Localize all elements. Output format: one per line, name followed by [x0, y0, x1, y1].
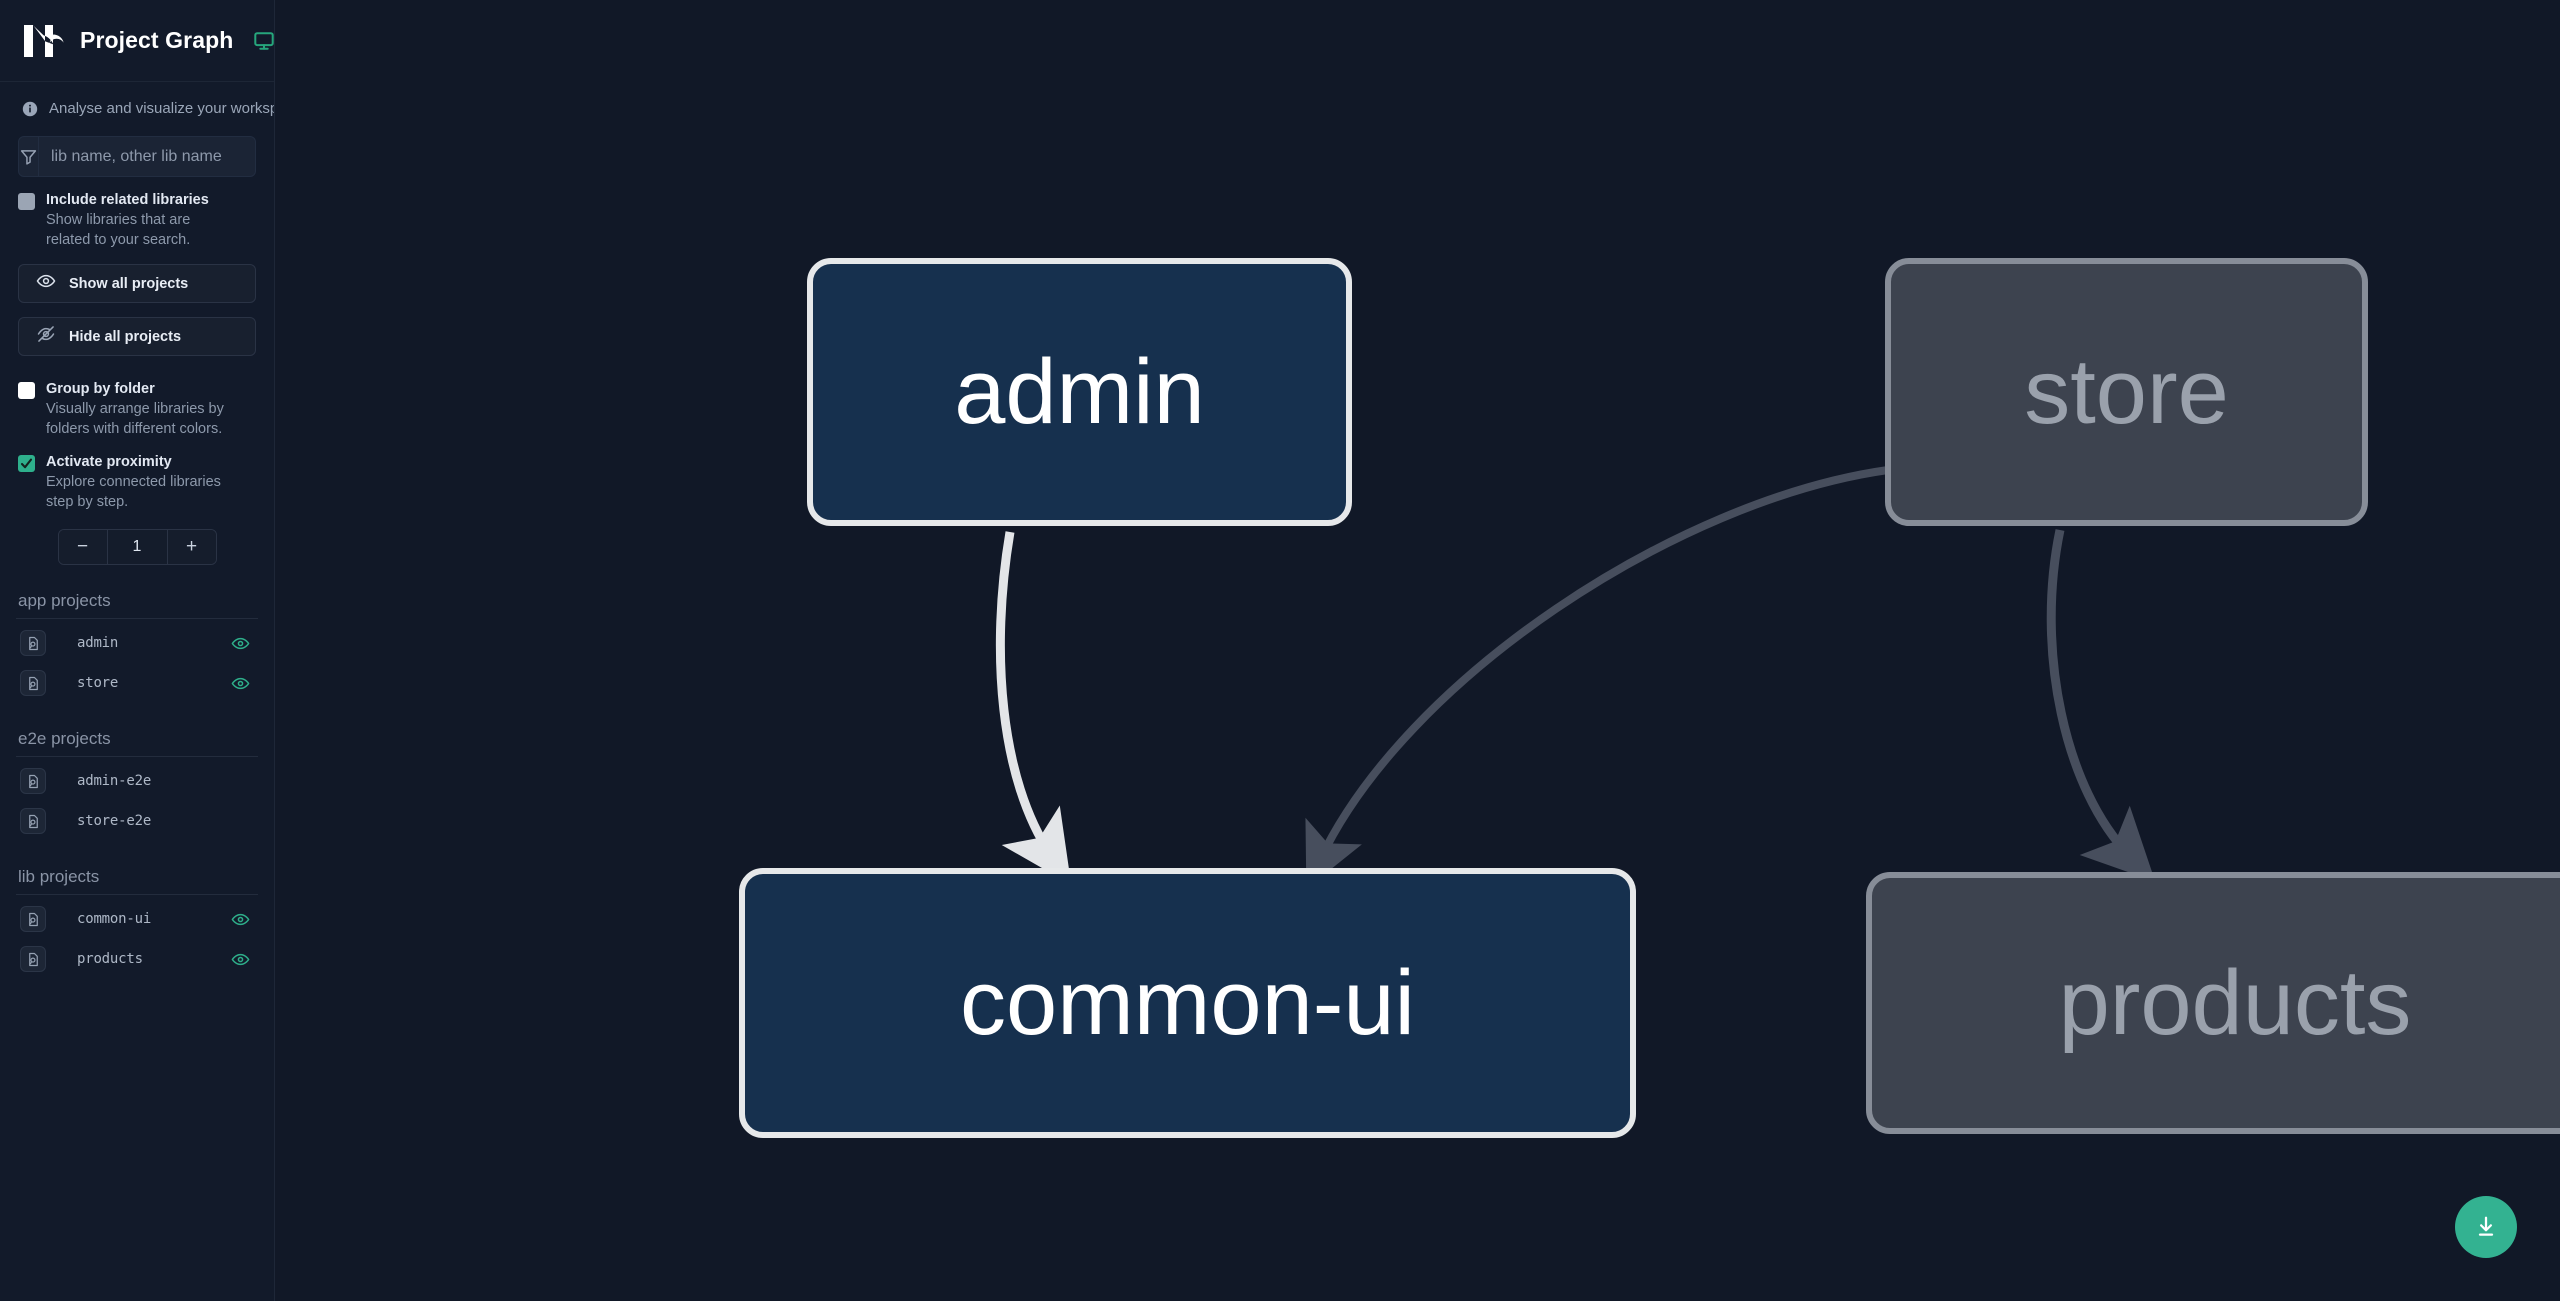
eye-icon — [36, 271, 56, 296]
project-section-app: app projects admin store — [0, 591, 274, 703]
sidebar-header: Project Graph — [0, 0, 274, 82]
graph-node-common-ui[interactable]: common-ui — [739, 868, 1636, 1138]
project-sections: app projects admin store e2e projects admin-… — [0, 591, 274, 979]
section-title: lib projects — [18, 867, 100, 886]
proximity-stepper: − 1 + — [18, 529, 256, 565]
option-group-by-folder[interactable]: Group by folder Visually arrange librari… — [0, 356, 274, 439]
project-section-lib: lib projects common-ui products — [0, 867, 274, 979]
option-activate-proximity[interactable]: Activate proximity Explore connected lib… — [0, 439, 274, 512]
search-input[interactable] — [39, 137, 255, 176]
edge-admin-to-common-ui — [995, 531, 1072, 885]
project-file-icon — [20, 946, 46, 972]
project-list-item[interactable]: products — [16, 939, 258, 979]
download-icon — [2478, 1216, 2494, 1236]
proximity-value: 1 — [132, 538, 142, 555]
tagline: Analyse and visualize your workspace. — [0, 82, 274, 129]
project-list-item[interactable]: admin — [16, 623, 258, 663]
project-list-item[interactable]: common-ui — [16, 899, 258, 939]
option-title: Group by folder — [46, 381, 155, 397]
option-description: Show libraries that are related to your … — [46, 212, 191, 248]
project-file-icon — [20, 670, 46, 696]
eye-off-icon — [36, 324, 56, 349]
project-section-e2e: e2e projects admin-e2e store-e2e — [0, 729, 274, 841]
section-divider — [16, 894, 258, 895]
checkbox-activate-proximity[interactable] — [18, 455, 35, 472]
show-all-projects-label: Show all projects — [69, 275, 189, 292]
tagline-text: Analyse and visualize your workspace. — [49, 100, 274, 117]
show-all-projects-button[interactable]: Show all projects — [18, 264, 256, 303]
graph-canvas[interactable]: admin store common-ui products — [275, 0, 2560, 1301]
graph-node-store[interactable]: store — [1885, 258, 2368, 526]
eye-icon[interactable] — [231, 910, 250, 929]
project-name: admin — [77, 635, 119, 651]
project-list-item[interactable]: store — [16, 663, 258, 703]
section-title: app projects — [18, 591, 111, 610]
graph-node-label: admin — [954, 340, 1205, 443]
option-title: Include related libraries — [46, 192, 209, 208]
graph-node-products[interactable]: products — [1866, 872, 2560, 1134]
option-title: Activate proximity — [46, 454, 172, 470]
project-file-icon — [20, 906, 46, 932]
search-bar[interactable] — [18, 136, 256, 177]
project-file-icon — [20, 630, 46, 656]
graph-node-label: products — [2058, 951, 2412, 1054]
project-file-icon — [20, 808, 46, 834]
info-icon — [22, 101, 38, 117]
project-name: admin-e2e — [77, 773, 152, 789]
graph-node-label: store — [2024, 340, 2229, 443]
section-divider — [16, 618, 258, 619]
section-title: e2e projects — [18, 729, 111, 748]
project-list-item[interactable]: admin-e2e — [16, 761, 258, 801]
download-graph-button[interactable] — [2455, 1196, 2517, 1258]
project-file-icon — [20, 768, 46, 794]
eye-icon[interactable] — [231, 950, 250, 969]
hide-all-projects-label: Hide all projects — [69, 328, 182, 345]
filter-funnel-icon — [19, 137, 39, 176]
project-name: store — [77, 675, 119, 691]
project-list-item[interactable]: store-e2e — [16, 801, 258, 841]
page-title: Project Graph — [80, 27, 234, 53]
monitor-icon[interactable] — [253, 30, 274, 52]
edge-store-to-products — [2046, 529, 2156, 882]
eye-icon[interactable] — [231, 634, 250, 653]
option-description: Explore connected libraries step by step… — [46, 474, 221, 510]
sidebar: Project Graph Analyse and visualize your… — [0, 0, 275, 1301]
hide-all-projects-button[interactable]: Hide all projects — [18, 317, 256, 356]
option-description: Visually arrange libraries by folders wi… — [46, 401, 224, 437]
project-name: store-e2e — [77, 813, 152, 829]
checkbox-include-related-libraries[interactable] — [18, 193, 35, 210]
graph-node-label: common-ui — [959, 951, 1415, 1054]
graph-node-admin[interactable]: admin — [807, 258, 1352, 526]
option-include-related-libraries[interactable]: Include related libraries Show libraries… — [0, 177, 274, 250]
section-divider — [16, 756, 258, 757]
proximity-increment-button[interactable]: + — [166, 530, 216, 564]
proximity-decrement-button[interactable]: − — [58, 530, 108, 564]
project-name: common-ui — [77, 911, 152, 927]
graph-edges — [995, 466, 2156, 889]
eye-icon[interactable] — [231, 674, 250, 693]
checkbox-group-by-folder[interactable] — [18, 382, 35, 399]
edge-store-to-common-ui — [1305, 466, 1889, 889]
project-name: products — [77, 951, 143, 967]
nx-logo-icon — [22, 21, 66, 61]
